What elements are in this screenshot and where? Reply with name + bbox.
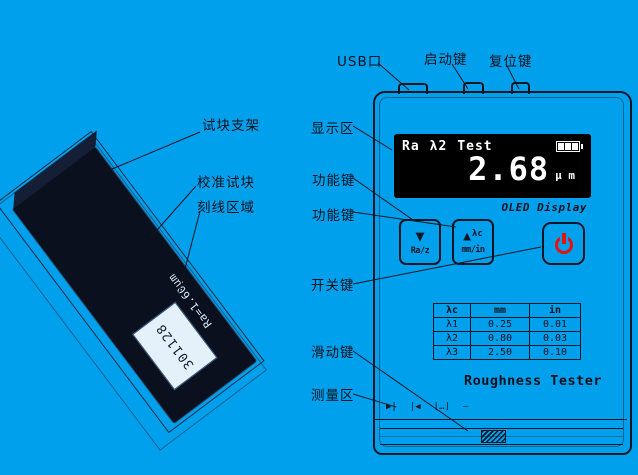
oled-caption: OLED Display bbox=[501, 201, 587, 214]
table-cell: λ2 bbox=[433, 331, 471, 346]
oled-display: Ra λ2 Test 2.68 μ m bbox=[394, 134, 591, 198]
table-cell: λ1 bbox=[433, 317, 471, 332]
block-serial-number: 301128 bbox=[152, 320, 197, 372]
down-arrow-icon: ▼ bbox=[415, 226, 425, 245]
table-header: λc bbox=[433, 303, 471, 318]
table-cell: 0.03 bbox=[529, 331, 581, 346]
measurement-area: ▶| |◀ ⌊…⌋ — bbox=[386, 402, 468, 412]
table-cell: 0.80 bbox=[470, 331, 530, 346]
function-key-up[interactable]: ▲ λc mm/in bbox=[452, 219, 494, 265]
label-reset-key: 复位键 bbox=[489, 54, 533, 70]
label-display-area: 显示区 bbox=[311, 121, 355, 137]
label-function-key-2: 功能键 bbox=[312, 208, 356, 224]
device-name: Roughness Tester bbox=[464, 373, 603, 389]
device-face bbox=[379, 97, 624, 447]
table-cell: 2.50 bbox=[470, 345, 530, 360]
label-function-key-1: 功能键 bbox=[312, 173, 356, 189]
label-slide-key: 滑动键 bbox=[311, 345, 355, 361]
function-key-down[interactable]: ▼ Ra/z bbox=[399, 219, 441, 265]
label-calibration-block: 校准试块 bbox=[197, 175, 255, 191]
device-body bbox=[373, 91, 632, 455]
measure-range-icon: ⌊…⌋ bbox=[433, 402, 450, 412]
label-measure-area: 测量区 bbox=[311, 388, 355, 404]
measure-end-icon: |◀ bbox=[409, 402, 421, 412]
table-row: λ2 0.80 0.03 bbox=[433, 331, 581, 346]
leader-line bbox=[104, 131, 201, 173]
battery-icon bbox=[556, 141, 583, 152]
label-scribe-area: 刻线区域 bbox=[197, 200, 255, 216]
down-key-label: Ra/z bbox=[410, 245, 430, 256]
bottom-divider bbox=[375, 419, 627, 420]
reset-key[interactable] bbox=[511, 82, 530, 94]
display-parameter: Ra bbox=[402, 139, 420, 154]
table-header: mm bbox=[470, 303, 530, 318]
cutoff-table: λc mm in λ1 0.25 0.01 λ2 0.80 0.03 λ3 2.… bbox=[433, 303, 581, 360]
power-icon bbox=[553, 232, 575, 255]
measurement-value: 2.68 bbox=[468, 150, 550, 188]
up-key-sublabel: mm/in bbox=[461, 244, 485, 255]
power-key[interactable] bbox=[542, 222, 585, 265]
start-key[interactable] bbox=[463, 82, 484, 94]
display-filter: λ2 bbox=[429, 139, 448, 154]
block-top-face bbox=[13, 130, 97, 209]
up-arrow-icon: ▲ bbox=[463, 228, 471, 244]
usb-port bbox=[398, 83, 428, 94]
table-row: λ1 0.25 0.01 bbox=[433, 317, 581, 332]
table-cell: 0.25 bbox=[470, 317, 530, 332]
table-row: λ3 2.50 0.10 bbox=[433, 345, 581, 360]
table-cell: 0.01 bbox=[529, 317, 581, 332]
label-block-holder: 试块支架 bbox=[202, 118, 260, 134]
measure-start-icon: ▶| bbox=[386, 402, 397, 412]
slide-key[interactable] bbox=[481, 430, 506, 443]
table-header: in bbox=[529, 303, 581, 318]
display-mode: Test bbox=[457, 139, 493, 154]
up-key-label: λc bbox=[471, 228, 483, 239]
label-usb-port: USB口 bbox=[337, 54, 383, 70]
table-cell: 0.10 bbox=[529, 345, 581, 360]
label-power-key: 开关键 bbox=[311, 278, 355, 294]
measure-dash-icon: — bbox=[462, 402, 469, 412]
table-cell: λ3 bbox=[433, 345, 471, 360]
measurement-unit: μ m bbox=[555, 169, 575, 183]
label-start-key: 启动键 bbox=[424, 52, 468, 68]
